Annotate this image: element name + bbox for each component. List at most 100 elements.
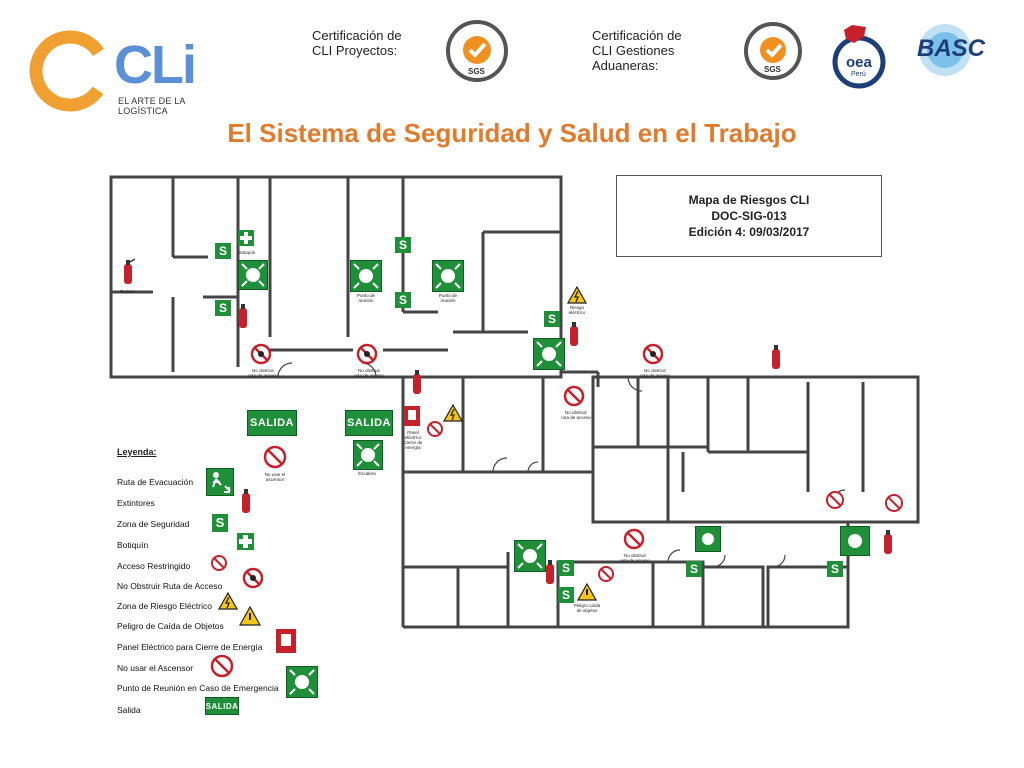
cli-logo-mark xyxy=(29,30,111,112)
no-obstruct-label: No obstruir ruta de acceso xyxy=(561,410,591,420)
restricted-access-icon xyxy=(597,565,615,588)
sgs-text-customs: SGS xyxy=(764,65,781,74)
legend-item-electric-risk: Zona de Riesgo Eléctrico xyxy=(117,601,212,611)
oea-logo: oea Perú xyxy=(830,22,888,90)
safety-zone-s-icon: S xyxy=(212,514,228,532)
basc-logo: BASC xyxy=(905,22,989,92)
falling-objects-icon xyxy=(576,582,598,606)
risk-map-info-box: Mapa de Riesgos CLI DOC-SIG-013 Edición … xyxy=(616,175,882,257)
oea-sub: Perú xyxy=(851,71,866,78)
exit-sign: SALIDA xyxy=(247,410,297,436)
safety-zone-s-icon: S xyxy=(215,243,231,259)
legend-item-electric-panel: Panel Eléctrico para Cierre de Energía xyxy=(117,642,263,652)
first-aid-label: Botiquín xyxy=(238,250,256,255)
legend-item-extinguishers: Extintores xyxy=(117,498,155,508)
legend-item-exit: Salida xyxy=(117,705,141,715)
fire-extinguisher-icon xyxy=(881,528,895,561)
safety-zone-s-icon: S xyxy=(395,292,411,308)
meeting-point-icon xyxy=(432,260,464,292)
legend-item-falling-objects: Peligro de Caída de Objetos xyxy=(117,621,224,631)
restricted-access-icon xyxy=(426,420,444,443)
no-obstruct-label: No obstruir ruta de acceso xyxy=(354,368,384,378)
electric-panel-label: Panel eléctrico Cierre de energía xyxy=(403,430,423,450)
no-obstruct-icon xyxy=(356,343,378,370)
no-obstruct-icon xyxy=(250,343,272,370)
legend-item-no-elevator: No usar el Ascensor xyxy=(117,663,194,673)
falling-objects-label: Peligro caída de objetos xyxy=(573,603,601,613)
legend-item-first-aid: Botiquín xyxy=(117,540,149,550)
legend-title: Leyenda: xyxy=(117,447,157,457)
fire-extinguisher-icon xyxy=(236,302,250,335)
fire-extinguisher-icon xyxy=(239,487,253,520)
no-obstruct-label: No obstruir ruta de acceso xyxy=(248,368,278,378)
sgs-badge-projects: SGS xyxy=(446,20,508,82)
safety-zone-s-icon: S xyxy=(827,561,843,577)
cert-customs-label: Certificación de CLI Gestiones Aduaneras… xyxy=(592,28,682,73)
cert-projects-label: Certificación de CLI Proyectos: xyxy=(312,28,402,58)
legend-item-meeting-point: Punto de Reunión en Caso de Emergencia xyxy=(117,683,279,693)
first-aid-icon xyxy=(238,230,254,246)
evacuation-route-icon xyxy=(206,468,234,496)
sgs-badge-customs: SGS xyxy=(742,20,804,82)
falling-objects-icon xyxy=(238,605,262,631)
electric-panel-icon xyxy=(276,629,296,653)
meeting-point-icon xyxy=(533,338,565,370)
electric-risk-icon xyxy=(566,285,588,309)
fire-extinguisher-icon xyxy=(121,258,136,291)
meeting-point-icon xyxy=(286,666,318,698)
electric-risk-label: Riesgo eléctrico xyxy=(568,305,586,315)
safety-zone-s-icon: S xyxy=(558,560,574,576)
meeting-point-label: Punto de reunión xyxy=(356,293,375,303)
no-obstruct-label: No obstruir ruta de acceso xyxy=(620,553,650,563)
exit-sign: SALIDA xyxy=(345,410,393,436)
fire-extinguisher-icon xyxy=(410,368,424,401)
logo-tagline: EL ARTE DE LA LOGÍSTICA xyxy=(118,96,186,116)
no-elevator-icon xyxy=(263,445,287,474)
legend-item-safety-zone: Zona de Seguridad xyxy=(117,519,190,529)
meeting-point-icon xyxy=(353,440,383,470)
basc-text: BASC xyxy=(917,35,986,62)
electric-risk-icon xyxy=(217,591,239,615)
electric-panel-icon xyxy=(404,406,420,426)
meeting-point-icon xyxy=(840,526,870,556)
oea-text: oea xyxy=(846,54,872,71)
safety-zone-s-icon: S xyxy=(395,237,411,253)
restricted-access-icon xyxy=(210,554,228,577)
first-aid-icon xyxy=(237,533,254,550)
no-elevator-label: No usar el ascensor xyxy=(264,472,286,482)
no-obstruct-icon xyxy=(242,567,264,594)
no-obstruct-icon xyxy=(563,385,585,412)
restricted-access-icon xyxy=(884,493,904,518)
meeting-point-label: Punto de reunión xyxy=(438,293,457,303)
restricted-access-icon xyxy=(825,490,845,515)
no-obstruct-label: No obstruir ruta de acceso xyxy=(640,368,670,378)
fire-extinguisher-icon xyxy=(567,320,581,353)
stairs-label: Escalera xyxy=(358,471,376,476)
cli-logo: CLi EL ARTE DE LA LOGÍSTICA xyxy=(22,26,232,116)
safety-zone-s-icon: S xyxy=(544,311,560,327)
electric-risk-icon xyxy=(442,403,464,427)
fire-extinguisher-icon xyxy=(543,558,557,591)
safety-zone-s-icon: S xyxy=(558,587,574,603)
legend-item-evacuation-route: Ruta de Evacuación xyxy=(117,477,194,487)
meeting-point-icon xyxy=(350,260,382,292)
legend-item-no-obstruct: No Obstruir Ruta de Acceso xyxy=(117,581,223,591)
extinguisher-label: Extintor xyxy=(120,289,136,294)
meeting-point-icon xyxy=(238,260,268,290)
no-obstruct-icon xyxy=(642,343,664,370)
page-title: El Sistema de Seguridad y Salud en el Tr… xyxy=(227,118,797,148)
logo-text: CLi xyxy=(114,35,197,95)
meeting-point-icon xyxy=(695,526,721,552)
no-obstruct-icon xyxy=(623,528,645,555)
fire-extinguisher-icon xyxy=(769,343,783,376)
safety-zone-s-icon: S xyxy=(215,300,231,316)
legend-item-restricted-access: Acceso Restringido xyxy=(117,561,191,571)
meeting-point-icon xyxy=(514,540,546,572)
exit-sign: SALIDA xyxy=(205,697,239,715)
info-title: Mapa de Riesgos CLI xyxy=(688,193,810,207)
sgs-text: SGS xyxy=(468,67,485,76)
no-elevator-icon xyxy=(210,654,234,683)
info-edition: Edición 4: 09/03/2017 xyxy=(688,225,810,239)
safety-zone-s-icon: S xyxy=(686,561,702,577)
info-doc-code: DOC-SIG-013 xyxy=(711,209,787,223)
